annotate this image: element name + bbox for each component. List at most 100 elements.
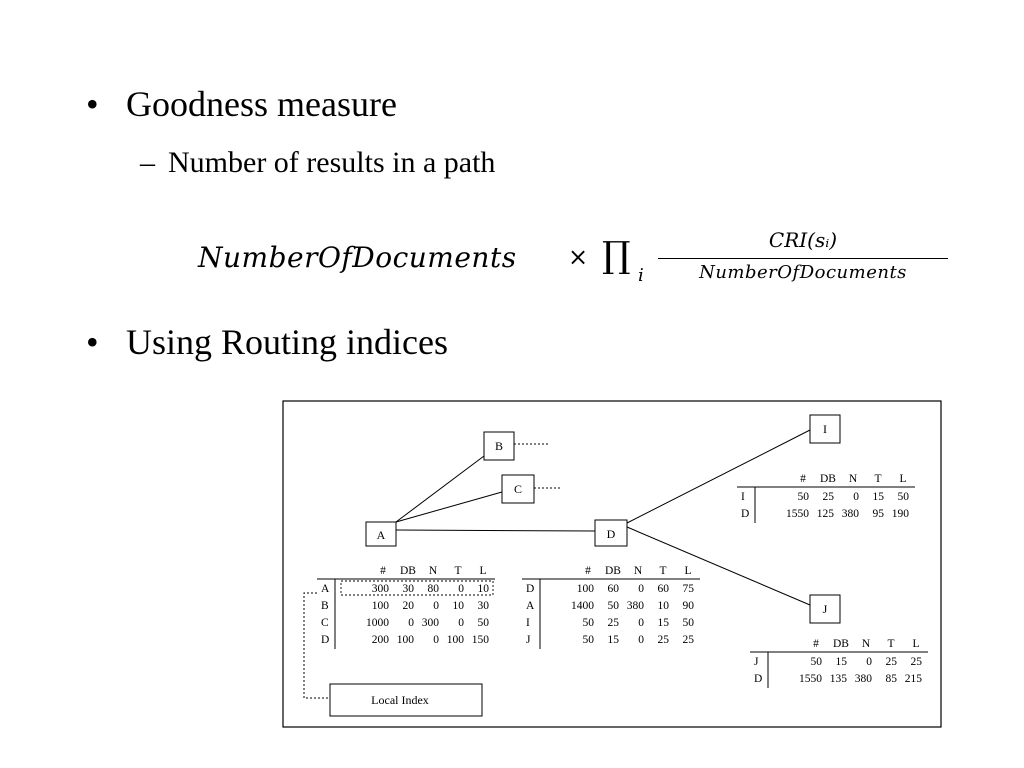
table-cell: 150 (472, 634, 490, 646)
table-cell: 80 (428, 583, 440, 595)
table-cell: 0 (458, 583, 464, 595)
table-header-cell: DB (605, 565, 621, 577)
bullet-text: Goodness measure (126, 84, 397, 124)
table-cell: 25 (911, 656, 923, 668)
table-cell: 50 (583, 617, 595, 629)
node-d: D (594, 519, 628, 547)
edge-a-c (395, 491, 503, 523)
table-header-cell: T (887, 638, 894, 650)
edge-d-j (626, 526, 811, 606)
table-cell: 0 (433, 634, 439, 646)
table-cell: 25 (886, 656, 898, 668)
table-row-label: A (526, 600, 535, 612)
table-cell: 50 (898, 491, 910, 503)
table-cell: 0 (638, 583, 644, 595)
formula-product-sign: ∏ (602, 235, 631, 276)
node-a: A (365, 521, 397, 547)
table-cell: 200 (372, 634, 390, 646)
table-cell: 60 (608, 583, 620, 595)
local-index-label: Local Index (371, 693, 429, 707)
table-header-cell: T (874, 473, 881, 485)
table-cell: 50 (478, 617, 490, 629)
table-cell: 135 (830, 673, 848, 685)
table-header-cell: N (849, 473, 858, 485)
table-cell: 10 (453, 600, 465, 612)
table-header-cell: T (659, 565, 666, 577)
dash-glyph: – (140, 146, 155, 179)
table-header-cell: N (634, 565, 643, 577)
table-cell: 0 (458, 617, 464, 629)
formula-fraction-bar (658, 258, 948, 259)
sub-bullet-number-of-results: –Number of results in a path (140, 148, 495, 178)
table-row: I 50 25 0 15 50 (741, 491, 909, 503)
table-cell: 0 (433, 600, 439, 612)
bullet-text: Using Routing indices (126, 322, 448, 362)
table-cell: 50 (683, 617, 695, 629)
table-cell: 100 (577, 583, 595, 595)
table-header-cell: # (380, 565, 386, 577)
table-row-label: D (321, 634, 329, 646)
bullet-glyph: • (86, 84, 99, 124)
table-cell: 0 (638, 617, 644, 629)
table-header-cell: N (862, 638, 871, 650)
formula-product-index: i (638, 265, 644, 286)
table-header-cell: DB (820, 473, 836, 485)
table-cell: 380 (855, 673, 873, 685)
table-cell: 100 (397, 634, 415, 646)
table-cell: 215 (905, 673, 923, 685)
table-cell: 60 (658, 583, 670, 595)
table-header-cell: # (585, 565, 591, 577)
node-c: C (501, 474, 535, 504)
formula-numerator: CRI(sᵢ) (768, 228, 838, 252)
table-cell: 15 (873, 491, 885, 503)
node-b-label: B (495, 439, 503, 453)
table-cell: 190 (892, 508, 910, 520)
table-cell: 1400 (571, 600, 594, 612)
local-index-row-highlight (340, 580, 494, 596)
table-cell: 0 (853, 491, 859, 503)
edge-d-i (626, 429, 811, 524)
local-index-box: Local Index (329, 683, 483, 717)
table-cell: 50 (798, 491, 810, 503)
formula-times-sign: × (568, 243, 589, 271)
table-row-label: D (526, 583, 534, 595)
table-cell: 0 (408, 617, 414, 629)
table-cell: 1000 (366, 617, 389, 629)
table-row-label: I (526, 617, 530, 629)
node-a-label: A (377, 528, 386, 542)
table-cell: 380 (842, 508, 860, 520)
bullet-goodness-measure: • Goodness measure (86, 86, 397, 122)
table-cell: 25 (823, 491, 835, 503)
table-cell: 1550 (799, 673, 822, 685)
table-header-cell: T (454, 565, 461, 577)
bullet-glyph: • (86, 322, 99, 362)
node-c-label: C (514, 482, 522, 496)
table-header-cell: L (479, 565, 486, 577)
table-row-label: I (741, 491, 745, 503)
node-i-label: I (823, 422, 827, 436)
table-cell: 0 (638, 634, 644, 646)
table-row-label: D (741, 508, 749, 520)
table-cell: 300 (372, 583, 390, 595)
table-cell: 85 (886, 673, 898, 685)
table-row-label: C (321, 617, 329, 629)
goodness-formula: NumberOfDocuments × ∏ i CRI(sᵢ) NumberOf… (198, 228, 958, 288)
table-cell: 25 (683, 634, 695, 646)
edge-a-d (395, 529, 596, 532)
node-j-label: J (823, 602, 828, 616)
table-cell: 300 (422, 617, 440, 629)
table-row-label: A (321, 583, 330, 595)
formula-main-term: NumberOfDocuments (198, 241, 517, 274)
